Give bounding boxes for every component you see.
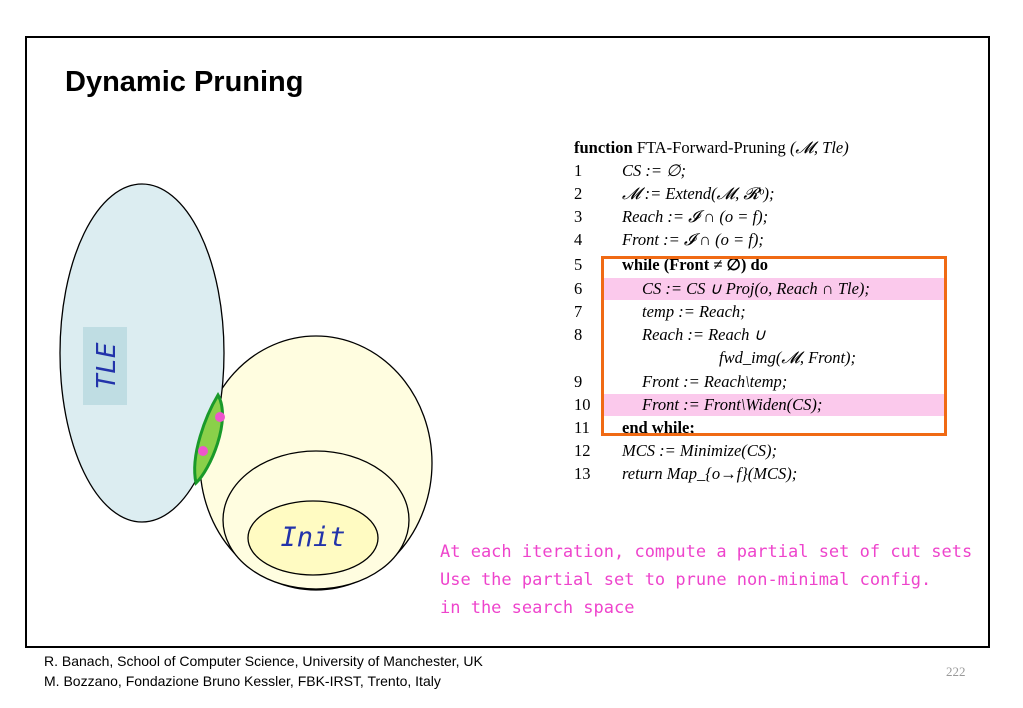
line-text: Front := Front\Widen(CS); [642, 395, 823, 414]
line-number: 10 [574, 395, 591, 414]
while-loop-highlight-box [601, 256, 947, 436]
slide-title: Dynamic Pruning [65, 66, 304, 98]
line-number: 12 [574, 441, 591, 460]
highlight-line-10 [604, 394, 946, 416]
function-name: FTA-Forward-Pruning [636, 138, 786, 157]
tle-label-box [83, 327, 127, 405]
line-number: 2 [574, 184, 583, 203]
overlap-dot-upper [215, 412, 225, 422]
tle-label: TLE [92, 342, 122, 389]
line-text: 𝓜 := Extend(𝓜, 𝓡ᵒ); [622, 184, 775, 203]
line-number: 7 [574, 302, 583, 321]
line-text: temp := Reach; [642, 302, 746, 321]
line-text: Front := Reach\temp; [642, 372, 788, 391]
algorithm-header: function FTA-Forward-Pruning (𝓜, Tle) [574, 137, 849, 159]
line-text: end while; [622, 418, 695, 437]
line-number: 8 [574, 325, 583, 344]
init-label: Init [280, 522, 345, 553]
line-number: 11 [574, 418, 590, 437]
line-number: 9 [574, 372, 583, 391]
line-text: Front := 𝓘 ∩ (o = f); [622, 230, 764, 249]
highlight-line-6 [604, 278, 946, 300]
line-number: 13 [574, 464, 591, 483]
line-number: 5 [574, 255, 583, 274]
line-text: CS := CS ∪ Proj(o, Reach ∩ Tle); [642, 279, 870, 298]
footer-author-1: R. Banach, School of Computer Science, U… [44, 653, 483, 669]
note-line-3: in the search space [440, 598, 635, 618]
note-line-2: Use the partial set to prune non-minimal… [440, 570, 932, 590]
line-number: 4 [574, 230, 583, 249]
tle-ellipse [59, 183, 225, 523]
overlap-dot-lower [198, 446, 208, 456]
footer-author-2: M. Bozzano, Fondazione Bruno Kessler, FB… [44, 673, 441, 689]
line-text: Reach := 𝓘 ∩ (o = f); [622, 207, 769, 226]
line-text: CS := ∅; [622, 161, 687, 180]
page-number: 222 [946, 664, 966, 679]
function-args: (𝓜, Tle) [789, 138, 849, 157]
line-number: 6 [574, 279, 583, 298]
line-text: Reach := Reach ∪ [642, 325, 766, 344]
line-number: 1 [574, 161, 583, 180]
line-text: while (Front ≠ ∅) do [622, 255, 768, 274]
line-text: fwd_img(𝓜, Front); [719, 348, 857, 367]
line-text: MCS := Minimize(CS); [622, 441, 778, 460]
note-line-1: At each iteration, compute a partial set… [440, 542, 973, 562]
function-keyword: function [574, 138, 633, 157]
init-ellipse [247, 500, 379, 576]
line-number: 3 [574, 207, 583, 226]
line-text: return Map_{o→f}(MCS); [622, 464, 798, 483]
